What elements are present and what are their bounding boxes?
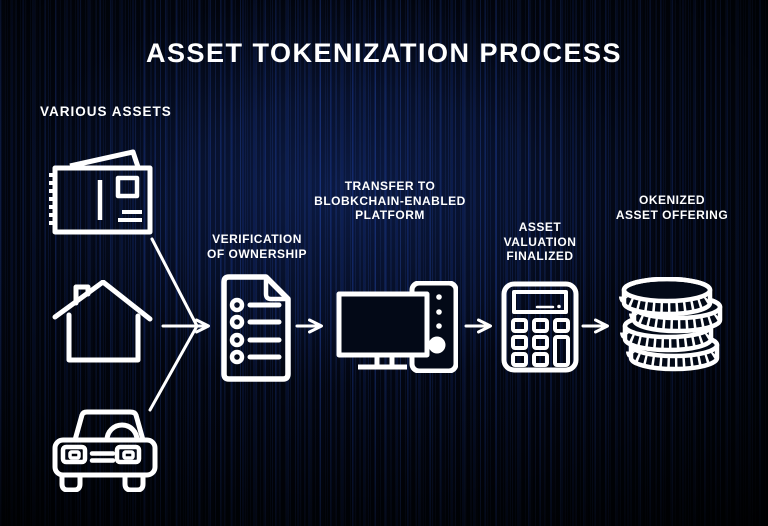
calculator-icon xyxy=(501,281,579,373)
coin-stack-icon xyxy=(617,277,725,375)
various-assets-label: VARIOUS ASSETS xyxy=(40,104,172,119)
house-icon xyxy=(47,280,153,364)
checklist-document-icon xyxy=(219,272,293,384)
car-icon xyxy=(46,404,162,492)
offering-label: OKENIZED ASSET OFFERING xyxy=(615,193,729,222)
page-title: ASSET TOKENIZATION PROCESS xyxy=(145,38,623,68)
flow-line-car xyxy=(148,324,199,412)
coin-1 xyxy=(619,277,715,317)
valuation-label: ASSET VALUATION FINALIZED xyxy=(503,220,577,264)
verification-label: VERIFICATION OF OWNERSHIP xyxy=(206,232,307,261)
computer-icon xyxy=(336,281,458,373)
transfer-label: TRANSFER TO BLOBKCHAIN-ENABLED PLATFORM xyxy=(314,179,466,223)
ticket-icon xyxy=(46,148,158,238)
